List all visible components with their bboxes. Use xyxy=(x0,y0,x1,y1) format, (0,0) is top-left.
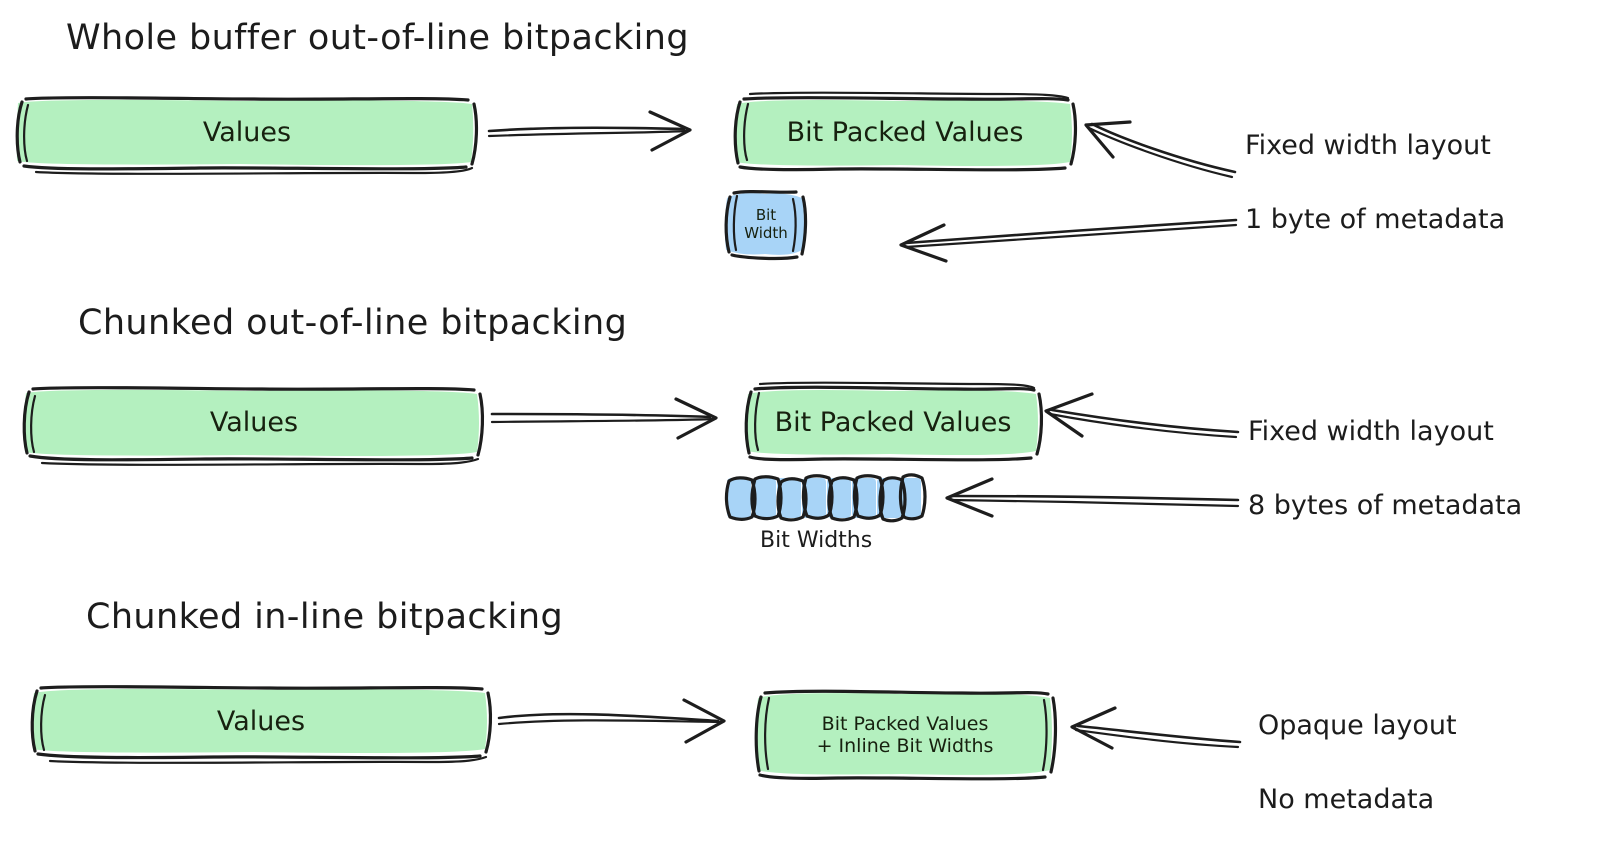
section-2-source-box xyxy=(22,386,485,466)
section-2-annotation-2: 8 bytes of metadata xyxy=(1248,490,1523,521)
section-2-arrow xyxy=(490,397,718,440)
section-2-packed-box xyxy=(744,381,1044,462)
section-1-annotation-leader-2 xyxy=(899,218,1238,263)
section-3-annotation-2: No metadata xyxy=(1258,784,1435,815)
section-2-bitwidths-caption: Bit Widths xyxy=(760,528,873,553)
section-2-annotation-1: Fixed width layout xyxy=(1248,416,1494,447)
section-2-title: Chunked out-of-line bitpacking xyxy=(78,303,628,343)
section-1-annotation-1: Fixed width layout xyxy=(1245,130,1491,161)
section-2-annotation-leader-1 xyxy=(1044,392,1240,439)
section-1-source-box xyxy=(15,96,479,175)
section-3-source-box xyxy=(30,685,493,764)
section-3-annotation-leader-1 xyxy=(1070,706,1242,750)
section-2-bitwidth-strip xyxy=(724,473,927,523)
section-1-annotation-leader-1 xyxy=(1084,120,1237,179)
section-1-meta-box xyxy=(724,190,808,261)
section-3-title: Chunked in-line bitpacking xyxy=(86,597,564,637)
section-2-annotation-leader-2 xyxy=(945,477,1240,518)
section-3-arrow xyxy=(497,698,726,744)
section-1-annotation-2: 1 byte of metadata xyxy=(1245,204,1506,235)
section-1-title: Whole buffer out-of-line bitpacking xyxy=(66,18,689,58)
section-1-packed-box xyxy=(733,91,1078,172)
section-1-arrow xyxy=(487,110,692,152)
section-3-packed-box xyxy=(754,689,1058,781)
section-3-annotation-1: Opaque layout xyxy=(1258,710,1457,741)
